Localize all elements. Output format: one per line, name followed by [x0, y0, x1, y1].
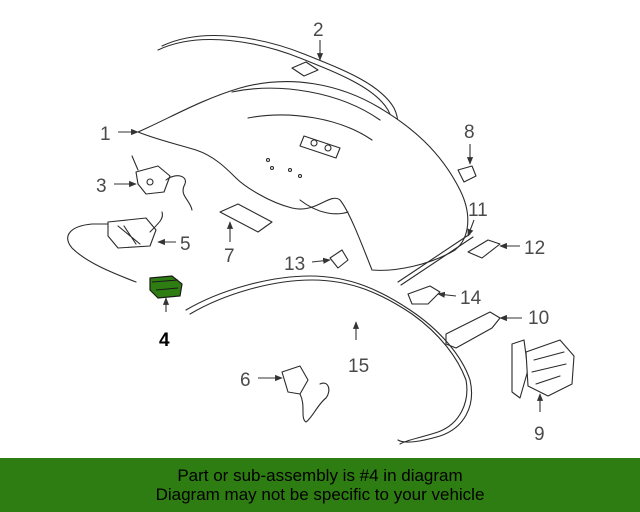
- banner-line-1: Part or sub-assembly is #4 in diagram: [177, 466, 463, 485]
- plate-part-7: [219, 203, 273, 233]
- bumper-part-13: [329, 249, 349, 269]
- strip-part-10: [445, 311, 501, 349]
- callout-1[interactable]: 1: [100, 124, 111, 145]
- banner-line-2: Diagram may not be specific to your vehi…: [155, 485, 485, 504]
- parts-diagram: 1 2 3 4 5 6 7 8 9 10 11 12 13 14 15: [67, 20, 575, 445]
- info-banner: Part or sub-assembly is #4 in diagram Di…: [0, 458, 640, 512]
- callout-12[interactable]: 12: [524, 238, 545, 259]
- callout-8[interactable]: 8: [464, 122, 475, 143]
- leader-14: [437, 291, 457, 298]
- highlighted-part-4: [149, 275, 183, 299]
- bracket-part-12: [467, 239, 501, 259]
- latch-cable-part-5: [67, 211, 164, 283]
- callout-4[interactable]: 4: [159, 330, 170, 351]
- callout-15[interactable]: 15: [348, 356, 369, 377]
- clip-part-14: [407, 285, 441, 305]
- callout-14[interactable]: 14: [460, 288, 482, 309]
- callout-6[interactable]: 6: [240, 370, 251, 391]
- hinge-part-3: [131, 155, 193, 211]
- trunk-lid-part-1: [137, 81, 469, 271]
- callout-5[interactable]: 5: [180, 234, 191, 255]
- rod-part-11: [397, 233, 474, 286]
- callout-11[interactable]: 11: [468, 200, 488, 221]
- bracket-part-8: [457, 165, 477, 183]
- callout-3[interactable]: 3: [96, 176, 107, 197]
- callout-2[interactable]: 2: [313, 20, 324, 41]
- callout-10[interactable]: 10: [528, 308, 549, 329]
- callout-9[interactable]: 9: [534, 424, 545, 445]
- latch-assembly-part-9: [511, 339, 575, 399]
- seal-loop-part-15: [185, 275, 472, 445]
- callout-7[interactable]: 7: [224, 246, 235, 267]
- callout-13[interactable]: 13: [284, 254, 305, 275]
- latch-part-6: [281, 365, 330, 423]
- leader-13: [311, 257, 331, 264]
- leader-11: [467, 219, 475, 237]
